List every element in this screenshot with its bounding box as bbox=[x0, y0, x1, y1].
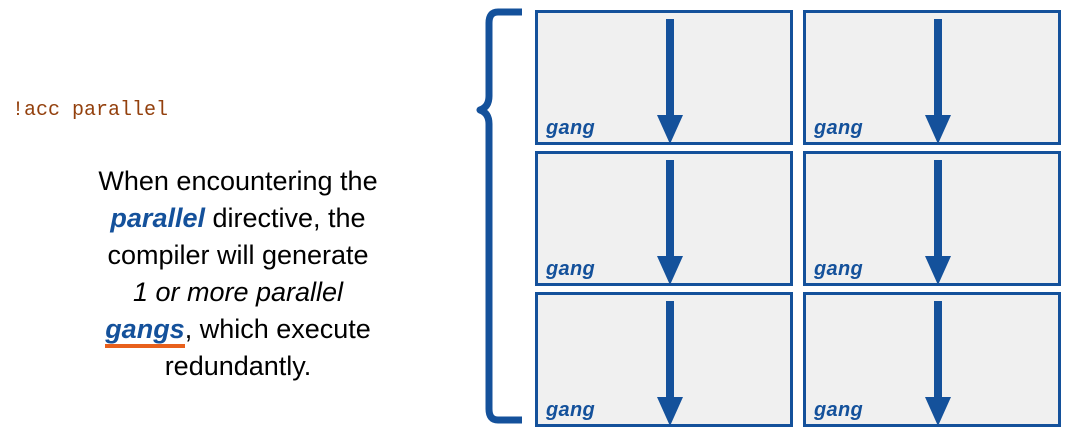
down-arrow-icon bbox=[656, 301, 684, 427]
gang-label: gang bbox=[546, 117, 595, 139]
gang-row: gang gang bbox=[535, 10, 1075, 145]
gang-box[interactable]: gang bbox=[803, 292, 1061, 427]
gang-grid: gang gang gang bbox=[535, 10, 1075, 427]
down-arrow-icon bbox=[924, 19, 952, 145]
curly-brace-icon bbox=[476, 8, 522, 424]
down-arrow-icon bbox=[656, 19, 684, 145]
down-arrow-icon bbox=[924, 301, 952, 427]
gang-label: gang bbox=[546, 258, 595, 280]
gang-label: gang bbox=[814, 258, 863, 280]
description-line-6: redundantly. bbox=[164, 351, 312, 381]
gang-row: gang gang bbox=[535, 292, 1075, 427]
gang-label: gang bbox=[814, 117, 863, 139]
down-arrow-icon bbox=[656, 160, 684, 286]
description-line-5-rest: , which execute bbox=[184, 314, 371, 344]
gang-box[interactable]: gang bbox=[535, 292, 793, 427]
description-paragraph: When encountering the parallel directive… bbox=[36, 163, 440, 385]
description-line-1: When encountering the bbox=[98, 166, 378, 196]
gang-label: gang bbox=[814, 399, 863, 421]
curly-brace-grouping bbox=[468, 8, 528, 424]
down-arrow-icon bbox=[924, 160, 952, 286]
keyword-parallel: parallel bbox=[110, 203, 205, 233]
description-line-2-rest: directive, the bbox=[204, 203, 366, 233]
gang-box[interactable]: gang bbox=[803, 151, 1061, 286]
gang-box[interactable]: gang bbox=[535, 10, 793, 145]
directive-code-text: !acc parallel bbox=[12, 99, 169, 122]
keyword-gangs: gangs bbox=[105, 314, 185, 348]
gang-row: gang gang bbox=[535, 151, 1075, 286]
description-line-3: compiler will generate bbox=[107, 240, 369, 270]
emphasis-one-or-more-parallel: 1 or more parallel bbox=[132, 277, 344, 307]
gang-box[interactable]: gang bbox=[803, 10, 1061, 145]
gang-label: gang bbox=[546, 399, 595, 421]
gang-box[interactable]: gang bbox=[535, 151, 793, 286]
